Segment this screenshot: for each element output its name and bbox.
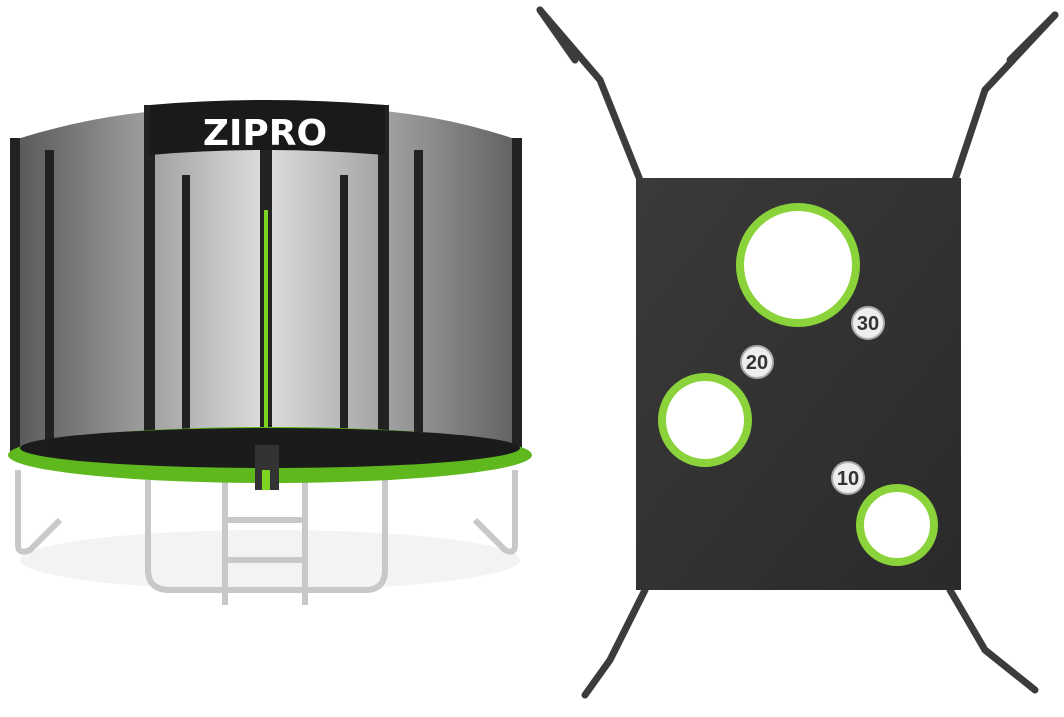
score-badge-30: 30: [851, 306, 885, 340]
straps: [536, 6, 1059, 699]
trampoline-legs: [15, 470, 518, 605]
svg-text:10: 10: [837, 468, 859, 490]
svg-text:20: 20: [746, 352, 768, 374]
target-hole-large: [736, 203, 860, 327]
net-poles: [10, 105, 522, 480]
trampoline: ZIPRO: [8, 100, 532, 605]
score-badge-10: 10: [831, 461, 865, 495]
trampoline-brand-logo: ZIPRO: [203, 113, 327, 154]
svg-text:30: 30: [857, 313, 879, 335]
target-hole-small: [856, 484, 938, 566]
target-holes: [658, 203, 938, 566]
score-badge-20: 20: [740, 345, 774, 379]
target-hole-medium: [658, 373, 752, 467]
target-net: 30 20 10: [536, 6, 1059, 699]
